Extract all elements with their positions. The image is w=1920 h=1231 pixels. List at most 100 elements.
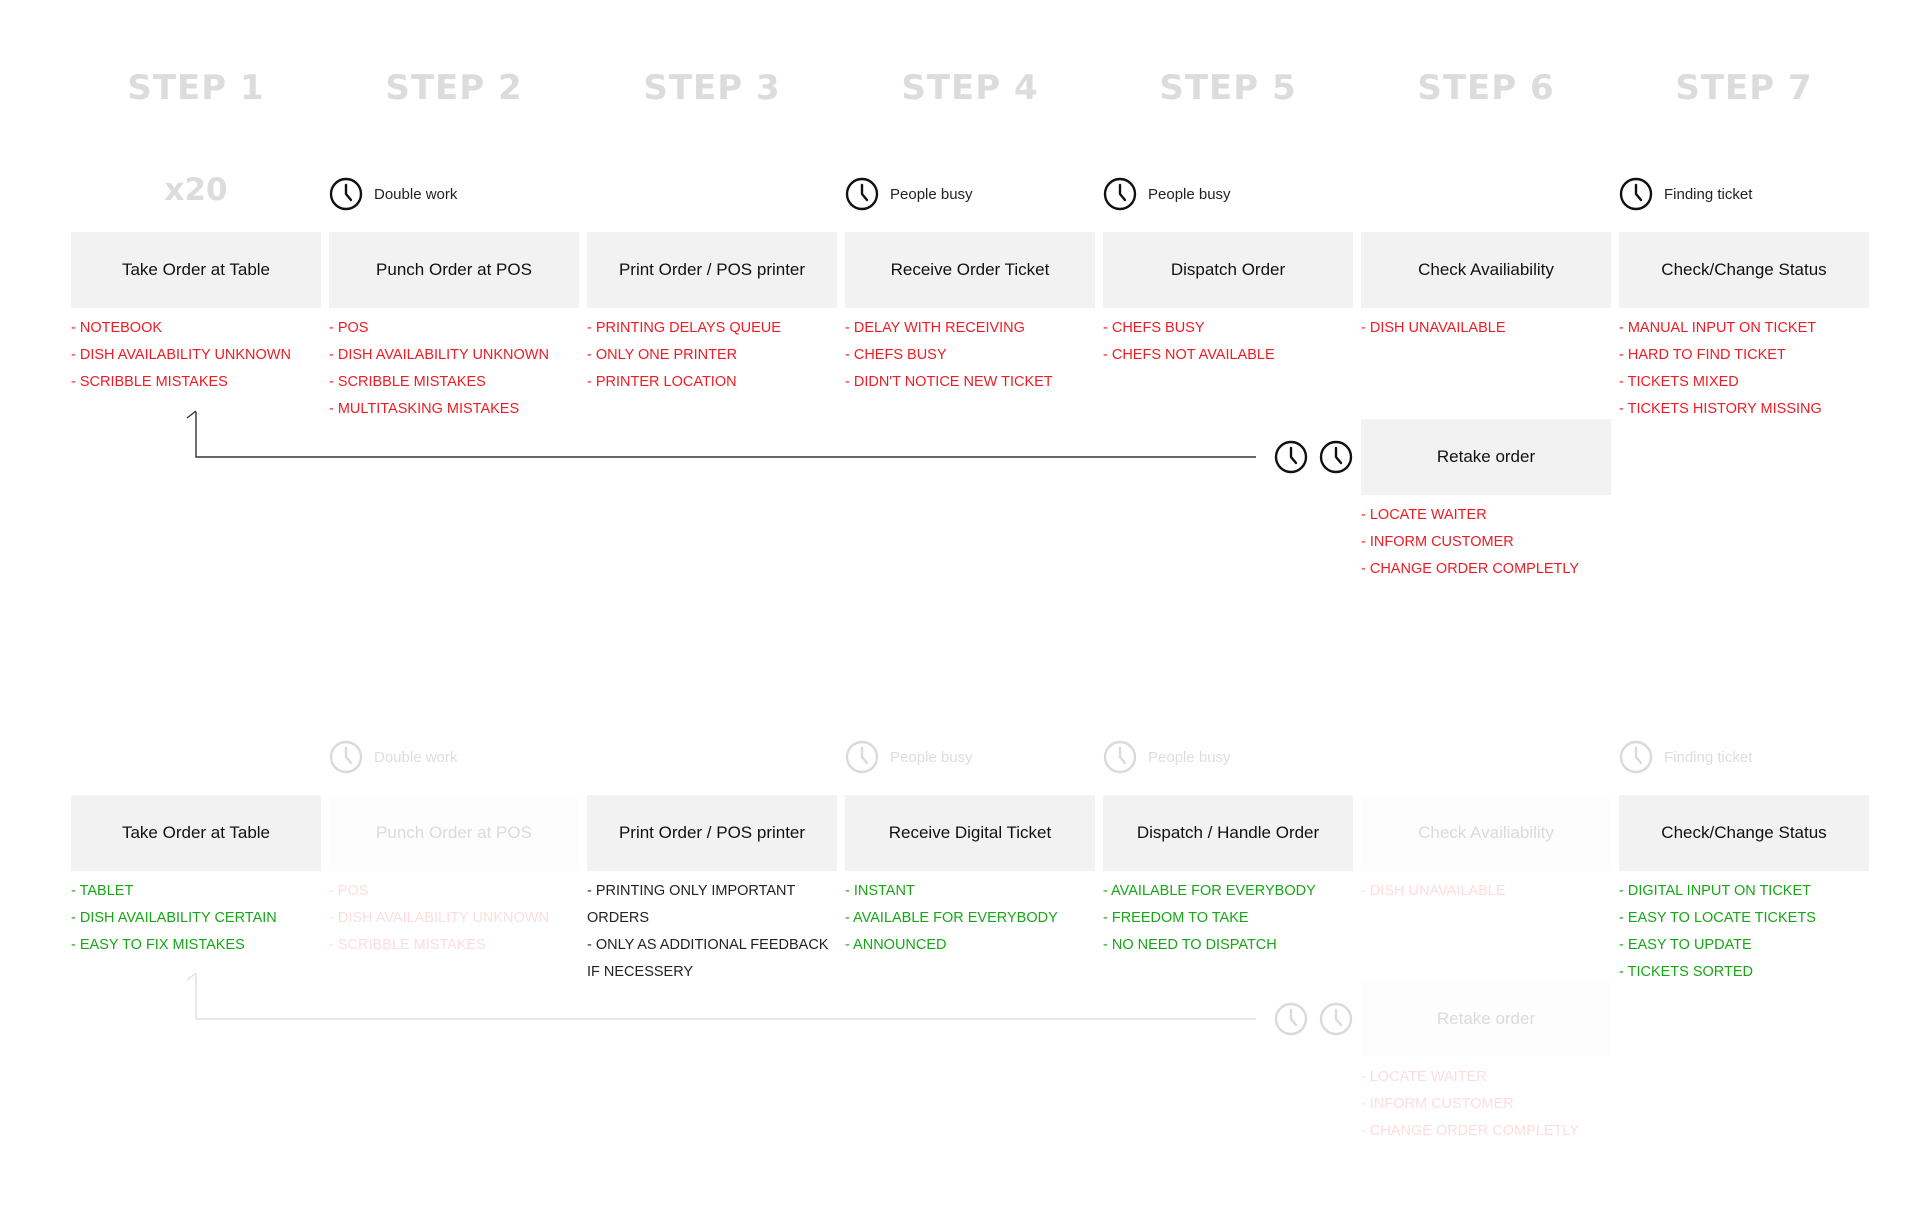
- step-box-punch-order-proposed: Punch Order at POS: [329, 795, 579, 871]
- benefit-item: - EASY TO FIX MISTAKES: [71, 937, 245, 953]
- clock-icon: [1103, 740, 1137, 774]
- clock-icon: [329, 740, 363, 774]
- retake-loop-connector-proposed: [186, 972, 1256, 1020]
- issue-list-step2-faded: - POS - DISH AVAILABILITY UNKNOWN - SCRI…: [329, 878, 587, 959]
- step-box-check-status-proposed: Check/Change Status: [1619, 795, 1869, 871]
- step-label-2: STEP 2: [385, 68, 523, 108]
- step-box-check-availability-proposed: Check Availiability: [1361, 795, 1611, 871]
- step-label-7: STEP 7: [1675, 68, 1813, 108]
- note-text: People busy: [890, 185, 973, 203]
- note-people-busy-step4-faded: People busy: [845, 740, 973, 774]
- issue-item: - HARD TO FIND TICKET: [1619, 347, 1786, 363]
- issue-item: - POS: [329, 320, 369, 336]
- issue-list-step7: - MANUAL INPUT ON TICKET - HARD TO FIND …: [1619, 315, 1877, 423]
- note-text: Double work: [374, 185, 458, 203]
- issue-item: - DELAY WITH RECEIVING: [845, 320, 1025, 336]
- note-double-work: Double work: [329, 177, 457, 211]
- note-finding-ticket-faded: Finding ticket: [1619, 740, 1752, 774]
- step-box-check-availability: Check Availiability: [1361, 232, 1611, 308]
- clock-icon: [1619, 740, 1653, 774]
- issue-list-step4: - DELAY WITH RECEIVING - CHEFS BUSY - DI…: [845, 315, 1103, 396]
- benefit-item: - AVAILABLE FOR EVERYBODY: [1103, 883, 1316, 899]
- issue-item: - SCRIBBLE MISTAKES: [329, 374, 486, 390]
- issue-item: - SCRIBBLE MISTAKES: [71, 374, 228, 390]
- issue-item: - DISH AVAILABILITY UNKNOWN: [329, 910, 549, 926]
- note-text: Finding ticket: [1664, 748, 1753, 766]
- issue-item: - CHANGE ORDER COMPLETLY: [1361, 561, 1580, 577]
- issue-item: - DISH UNAVAILABLE: [1361, 883, 1506, 899]
- issue-item: - INFORM CUSTOMER: [1361, 1096, 1514, 1112]
- benefit-list-step1: - TABLET - DISH AVAILABILITY CERTAIN - E…: [71, 878, 329, 959]
- issue-list-step6: - DISH UNAVAILABLE: [1361, 315, 1619, 342]
- issue-item: - DISH AVAILABILITY UNKNOWN: [71, 347, 291, 363]
- issue-list-retake: - LOCATE WAITER - INFORM CUSTOMER - CHAN…: [1361, 502, 1619, 583]
- step-label-6: STEP 6: [1417, 68, 1555, 108]
- step-box-punch-order: Punch Order at POS: [329, 232, 579, 308]
- step-box-print-order: Print Order / POS printer: [587, 232, 837, 308]
- note-text: People busy: [890, 748, 973, 766]
- benefit-item: - NO NEED TO DISPATCH: [1103, 937, 1277, 953]
- step-label-5: STEP 5: [1159, 68, 1297, 108]
- issue-item: - MANUAL INPUT ON TICKET: [1619, 320, 1817, 336]
- benefit-item: - ANNOUNCED: [845, 937, 947, 953]
- issue-item: - POS: [329, 883, 369, 899]
- issue-list-step3: - PRINTING DELAYS QUEUE - ONLY ONE PRINT…: [587, 315, 845, 396]
- issue-list-step2: - POS - DISH AVAILABILITY UNKNOWN - SCRI…: [329, 315, 587, 423]
- step-box-receive-digital-ticket: Receive Digital Ticket: [845, 795, 1095, 871]
- issue-item: - MULTITASKING MISTAKES: [329, 401, 520, 417]
- issue-item: - PRINTER LOCATION: [587, 374, 737, 390]
- clock-icon: [1319, 1002, 1353, 1036]
- benefit-item: - AVAILABLE FOR EVERYBODY: [845, 910, 1058, 926]
- issue-list-retake-faded: - LOCATE WAITER - INFORM CUSTOMER - CHAN…: [1361, 1064, 1619, 1145]
- benefit-item: - EASY TO LOCATE TICKETS: [1619, 910, 1816, 926]
- issue-item: - DISH UNAVAILABLE: [1361, 320, 1506, 336]
- note-people-busy-step5: People busy: [1103, 177, 1231, 211]
- issue-item: - LOCATE WAITER: [1361, 1069, 1487, 1085]
- step-box-dispatch-order: Dispatch Order: [1103, 232, 1353, 308]
- issue-item: - LOCATE WAITER: [1361, 507, 1487, 523]
- clock-icon: [1619, 177, 1653, 211]
- issue-item: - CHEFS NOT AVAILABLE: [1103, 347, 1275, 363]
- clock-icon: [1103, 177, 1137, 211]
- issue-item: - DISH AVAILABILITY UNKNOWN: [329, 347, 549, 363]
- step-box-dispatch-handle-order: Dispatch / Handle Order: [1103, 795, 1353, 871]
- step-box-receive-ticket: Receive Order Ticket: [845, 232, 1095, 308]
- note-list-step3: - PRINTING ONLY IMPORTANT ORDERS - ONLY …: [587, 878, 837, 986]
- clock-icon: [1319, 440, 1353, 474]
- issue-item: - DIDN'T NOTICE NEW TICKET: [845, 374, 1053, 390]
- benefit-list-step5: - AVAILABLE FOR EVERYBODY - FREEDOM TO T…: [1103, 878, 1361, 959]
- multiplier-label: x20: [164, 172, 228, 208]
- step-label-4: STEP 4: [901, 68, 1039, 108]
- step-label-3: STEP 3: [643, 68, 781, 108]
- note-people-busy-step4: People busy: [845, 177, 973, 211]
- note-item: - PRINTING ONLY IMPORTANT ORDERS: [587, 883, 796, 926]
- note-text: People busy: [1148, 748, 1231, 766]
- clock-icon: [845, 740, 879, 774]
- benefit-item: - DIGITAL INPUT ON TICKET: [1619, 883, 1812, 899]
- issue-item: - PRINTING DELAYS QUEUE: [587, 320, 781, 336]
- benefit-item: - FREEDOM TO TAKE: [1103, 910, 1249, 926]
- step-box-retake-order: Retake order: [1361, 419, 1611, 495]
- benefit-item: - INSTANT: [845, 883, 915, 899]
- note-item: - ONLY AS ADDITIONAL FEEDBACK IF NECESSE…: [587, 937, 829, 980]
- step-box-take-order-proposed: Take Order at Table: [71, 795, 321, 871]
- clock-icon: [1274, 440, 1308, 474]
- issue-item: - NOTEBOOK: [71, 320, 163, 336]
- clock-icon: [845, 177, 879, 211]
- step-box-print-order-proposed: Print Order / POS printer: [587, 795, 837, 871]
- issue-item: - TICKETS MIXED: [1619, 374, 1739, 390]
- note-people-busy-step5-faded: People busy: [1103, 740, 1231, 774]
- benefit-item: - EASY TO UPDATE: [1619, 937, 1752, 953]
- clock-icon: [1274, 1002, 1308, 1036]
- note-double-work-faded: Double work: [329, 740, 457, 774]
- benefit-item: - TABLET: [71, 883, 134, 899]
- step-box-retake-order-faded: Retake order: [1361, 981, 1611, 1057]
- note-text: People busy: [1148, 185, 1231, 203]
- note-finding-ticket: Finding ticket: [1619, 177, 1752, 211]
- issue-item: - ONLY ONE PRINTER: [587, 347, 738, 363]
- benefit-item: - TICKETS SORTED: [1619, 964, 1754, 980]
- issue-list-step1: - NOTEBOOK - DISH AVAILABILITY UNKNOWN -…: [71, 315, 329, 396]
- issue-item: - CHEFS BUSY: [1103, 320, 1205, 336]
- issue-item: - INFORM CUSTOMER: [1361, 534, 1514, 550]
